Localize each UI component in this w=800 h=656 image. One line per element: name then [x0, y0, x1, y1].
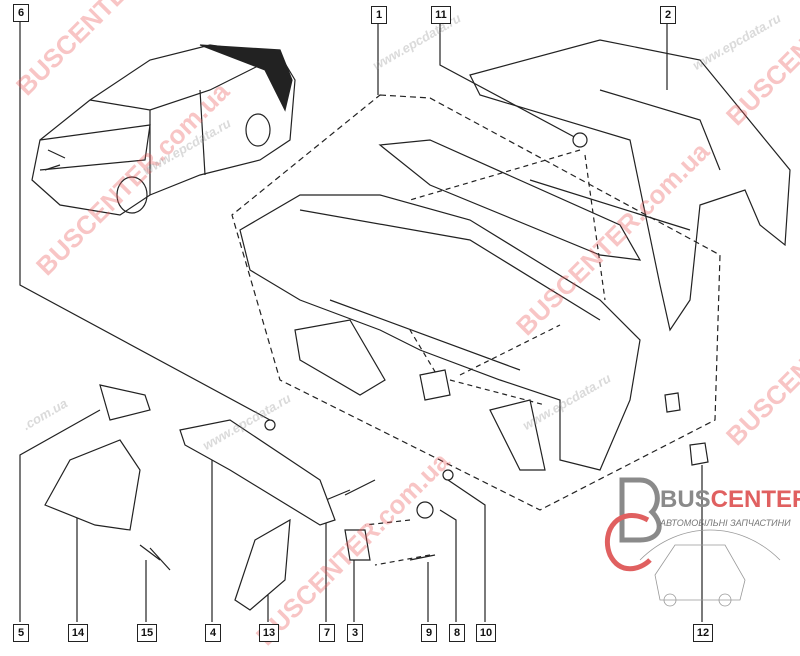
- bumper-assembly-outline: [231, 94, 721, 511]
- part-4-bracket: [179, 419, 336, 526]
- right-side-bracket: [489, 399, 546, 471]
- part-13-bracket: [234, 518, 291, 611]
- logo-mark: [619, 477, 662, 543]
- callout-10: 10: [476, 624, 496, 642]
- buscenter-logo: BUSCENTER АВТОМОБІЛЬНІ ЗАПЧАСТИНИ: [600, 478, 800, 538]
- callout-12: 12: [693, 624, 713, 642]
- part-11-clip: [572, 132, 588, 148]
- logo-bus-text: BUS: [660, 486, 711, 513]
- callout-14: 14: [68, 624, 88, 642]
- part-12-cap: [689, 442, 709, 466]
- part-7-rivet: [344, 479, 376, 496]
- callout-13: 13: [259, 624, 279, 642]
- callout-3: 3: [347, 624, 363, 642]
- callout-9: 9: [421, 624, 437, 642]
- car-illustration: [31, 44, 296, 216]
- logo-subtitle: АВТОМОБІЛЬНІ ЗАПЧАСТИНИ: [660, 518, 791, 528]
- callout-2: 2: [660, 6, 676, 24]
- callout-11: 11: [431, 6, 451, 24]
- callout-8: 8: [449, 624, 465, 642]
- part-8-clip: [416, 501, 434, 519]
- part-3-clip: [344, 529, 371, 561]
- part-2-diffuser: [469, 39, 791, 332]
- center-bracket: [419, 369, 451, 401]
- leader-lines: [19, 22, 703, 622]
- part-15-rivet: [139, 544, 171, 571]
- part-1-bumper: [239, 194, 641, 471]
- left-side-bracket: [294, 319, 386, 396]
- part-5-bracket: [99, 384, 151, 421]
- callout-4: 4: [205, 624, 221, 642]
- callout-6: 6: [13, 4, 29, 22]
- callout-5: 5: [13, 624, 29, 642]
- part-9-rivet: [409, 554, 436, 561]
- callout-1: 1: [371, 6, 387, 24]
- logo-center-text: CENTER: [710, 486, 800, 513]
- callout-7: 7: [319, 624, 335, 642]
- callout-15: 15: [137, 624, 157, 642]
- part-14-bracket: [44, 439, 141, 531]
- logo-van-sketch: [639, 529, 781, 607]
